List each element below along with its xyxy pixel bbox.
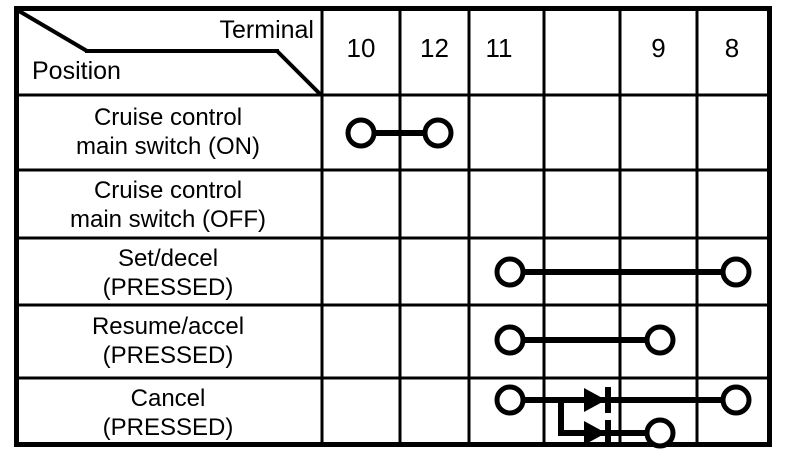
column-header-10: 10 bbox=[346, 33, 376, 63]
row-label-resume-accel: Resume/accel (PRESSED) bbox=[14, 312, 322, 370]
row-label-set-decel: Set/decel (PRESSED) bbox=[14, 244, 322, 302]
column-header-11: 11 bbox=[485, 33, 513, 63]
row-label-line1: Cruise control bbox=[93, 177, 243, 204]
header-diagonal-divider bbox=[17, 9, 323, 97]
diode-icon-upper bbox=[584, 387, 611, 413]
row-label-line2: (PRESSED) bbox=[102, 274, 234, 301]
row-label-cancel: Cancel (PRESSED) bbox=[14, 384, 322, 442]
column-separators bbox=[320, 11, 699, 442]
table-outer-border bbox=[14, 6, 772, 447]
header-position-label: Position bbox=[32, 57, 121, 85]
continuity-table: Terminal Position 10 12 11 9 8 Cruise co… bbox=[14, 6, 772, 449]
column-header-12: 12 bbox=[420, 33, 449, 63]
connection-row-cancel bbox=[494, 384, 752, 449]
row-label-main-switch-on: Cruise control main switch (ON) bbox=[14, 103, 322, 161]
connection-row-main-switch-on bbox=[345, 117, 454, 149]
row-label-line1: Set/decel bbox=[117, 245, 219, 272]
column-header-9: 9 bbox=[651, 33, 666, 63]
diode-icon-lower bbox=[584, 420, 611, 446]
connection-row-set-decel bbox=[494, 256, 752, 288]
column-header-8: 8 bbox=[724, 33, 740, 63]
row-separators bbox=[19, 93, 767, 380]
header-terminal-label: Terminal bbox=[219, 16, 314, 44]
row-label-line2: main switch (OFF) bbox=[69, 206, 266, 233]
row-label-line1: Resume/accel bbox=[91, 313, 245, 340]
connection-row-resume-accel bbox=[494, 324, 676, 356]
table-grid bbox=[14, 6, 772, 449]
row-label-line1: Cancel bbox=[130, 385, 206, 412]
row-label-line2: (PRESSED) bbox=[102, 342, 234, 369]
row-label-main-switch-off: Cruise control main switch (OFF) bbox=[14, 176, 322, 234]
row-label-line2: (PRESSED) bbox=[102, 414, 234, 441]
row-label-line1: Cruise control bbox=[93, 104, 243, 131]
row-label-line2: main switch (ON) bbox=[75, 133, 261, 160]
